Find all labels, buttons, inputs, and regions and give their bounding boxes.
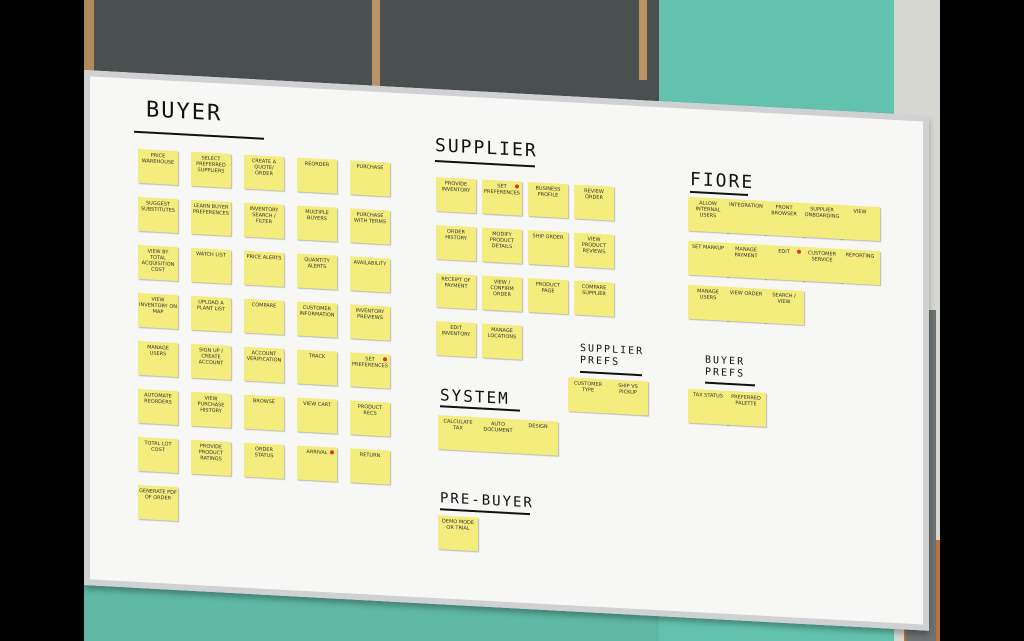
sticky-note: SHIP ORDER xyxy=(528,230,568,267)
sticky-note: ALLOW INTERNAL USERS xyxy=(688,196,728,233)
sticky-note: DESIGN xyxy=(518,419,558,456)
sticky-note: INVENTORY SEARCH / FILTER xyxy=(244,202,284,239)
red-dot-marker xyxy=(515,184,519,189)
sticky-note: SELECT PREFERRED SUPPLIERS xyxy=(191,151,231,188)
sticky-note: SET MARKUP xyxy=(688,240,728,277)
sticky-note: ORDER HISTORY xyxy=(436,225,476,262)
sticky-note: ACCOUNT VERIFICATION xyxy=(244,346,284,383)
sticky-note: AUTO DOCUMENT xyxy=(478,417,518,454)
sticky-note: PREFERRED PALETTE xyxy=(726,390,766,427)
sticky-note: MANAGE PAYMENT xyxy=(726,242,766,279)
sticky-note: CUSTOMER TYPE xyxy=(568,377,608,414)
sticky-note: PURCHASE xyxy=(350,160,390,197)
sticky-note: CALCULATE TAX xyxy=(438,415,478,452)
sticky-note: AUTOMATE REORDERS xyxy=(138,388,178,426)
underline xyxy=(134,130,264,140)
header-buyer: BUYER xyxy=(146,97,223,127)
sticky-note: AVAILABILITY xyxy=(350,256,390,293)
header-system: SYSTEM xyxy=(440,385,510,409)
sticky-note: COMPARE xyxy=(244,298,284,335)
sticky-note: TOTAL LOT COST xyxy=(138,436,178,474)
sticky-note: VIEW BY TOTAL ACQUISITION COST xyxy=(138,244,178,282)
sticky-note: CUSTOMER INFORMATION xyxy=(297,301,337,338)
sticky-note: MULTIPLE BUYERS xyxy=(297,205,337,242)
wood-post xyxy=(372,0,380,90)
header-buyer-prefs: BUYER PREFS xyxy=(705,354,746,380)
sticky-note: LEARN BUYER PREFERENCES xyxy=(191,199,231,236)
underline xyxy=(435,160,535,168)
photo: BUYER SUPPLIER FIORE SYSTEM PRE-BUYER SU… xyxy=(84,0,940,641)
sticky-note: SUPPLIER ONBOARDING xyxy=(802,202,842,240)
sticky-note: VIEW / CONFIRM ORDER xyxy=(482,275,522,312)
sticky-note: BROWSE xyxy=(244,394,284,431)
wood-post xyxy=(639,0,647,80)
sticky-note: MODIFY PRODUCT DETAILS xyxy=(482,227,522,264)
sticky-note: PRICE WAREHOUSE xyxy=(138,148,178,186)
red-dot-marker xyxy=(330,450,334,455)
sticky-note: SIGN UP / CREATE ACCOUNT xyxy=(191,343,231,380)
sticky-note: RECEIPT OF PAYMENT xyxy=(436,273,476,310)
sticky-note: ARRIVAL xyxy=(297,445,337,482)
red-dot-marker xyxy=(797,249,801,254)
sticky-note: PURCHASE WITH TERMS xyxy=(350,208,390,245)
sticky-note: VIEW CART xyxy=(297,397,337,434)
underline xyxy=(580,370,642,377)
sticky-note: PROVIDE PRODUCT RATINGS xyxy=(191,439,231,476)
sticky-note: VIEW PURCHASE HISTORY xyxy=(191,391,231,428)
sticky-note: INVENTORY PREVIEWS xyxy=(350,304,390,341)
sticky-note: TAX STATUS xyxy=(688,388,728,425)
sticky-note: CREATE A QUOTE/ ORDER xyxy=(244,154,284,191)
underline xyxy=(705,381,755,387)
sticky-note: SHIP VS PICKUP xyxy=(608,379,648,416)
sticky-note: BUSINESS PROFILE xyxy=(528,182,568,219)
whiteboard: BUYER SUPPLIER FIORE SYSTEM PRE-BUYER SU… xyxy=(84,70,929,631)
sticky-note: QUANTITY ALERTS xyxy=(297,253,337,290)
sticky-note: SET PREFERENCES xyxy=(350,352,390,389)
sticky-note: SET PREFERENCES xyxy=(482,179,522,216)
sticky-note: PRICE ALERTS xyxy=(244,250,284,287)
sticky-note: SEARCH / VIEW xyxy=(764,288,804,325)
sticky-note: COMPARE SUPPLIER xyxy=(574,280,614,317)
header-fiore: FIORE xyxy=(690,168,755,194)
sticky-note: UPLOAD A PLANT LIST xyxy=(191,295,231,332)
header-supplier-prefs: SUPPLIER PREFS xyxy=(580,342,645,369)
sticky-note: DEMO MODE OR TRIAL xyxy=(438,515,478,552)
sticky-note: WATCH LIST xyxy=(191,247,231,284)
sticky-note: MANAGE USERS xyxy=(138,340,178,378)
header-supplier: SUPPLIER xyxy=(435,135,538,162)
red-dot-marker xyxy=(383,357,387,362)
sticky-note: EDIT xyxy=(764,244,804,281)
wood-frame xyxy=(84,0,664,120)
sticky-note: VIEW PRODUCT REVIEWS xyxy=(574,232,614,269)
sticky-note: PRODUCT PAGE xyxy=(528,278,568,315)
sticky-note: PRODUCT RECS xyxy=(350,400,390,437)
sticky-note: REVIEW ORDER xyxy=(574,184,614,221)
sticky-note: MANAGE USERS xyxy=(688,284,728,321)
sticky-note: GENERATE PDF OF ORDER xyxy=(138,484,178,522)
sticky-note: VIEW ORDER xyxy=(726,286,766,323)
sticky-note: REORDER xyxy=(297,157,337,194)
sticky-note: VIEW xyxy=(840,204,880,242)
sticky-note: RETURN xyxy=(350,448,390,485)
sticky-note: FRONT BROWSER xyxy=(764,200,804,237)
sticky-note: SUGGEST SUBSTITUTES xyxy=(138,196,178,234)
sticky-note: TRACK xyxy=(297,349,337,386)
sticky-note: CUSTOMER SERVICE xyxy=(802,246,842,284)
sticky-note: ORDER STATUS xyxy=(244,442,284,479)
sticky-note: EDIT INVENTORY xyxy=(436,321,476,358)
sticky-note: VIEW INVENTORY ON MAP xyxy=(138,292,178,330)
sticky-note: INTEGRATION xyxy=(726,198,766,235)
sticky-note: MANAGE LOCATIONS xyxy=(482,323,522,360)
sticky-note: REPORTING xyxy=(840,248,880,286)
sticky-note: PROVIDE INVENTORY xyxy=(436,177,476,214)
